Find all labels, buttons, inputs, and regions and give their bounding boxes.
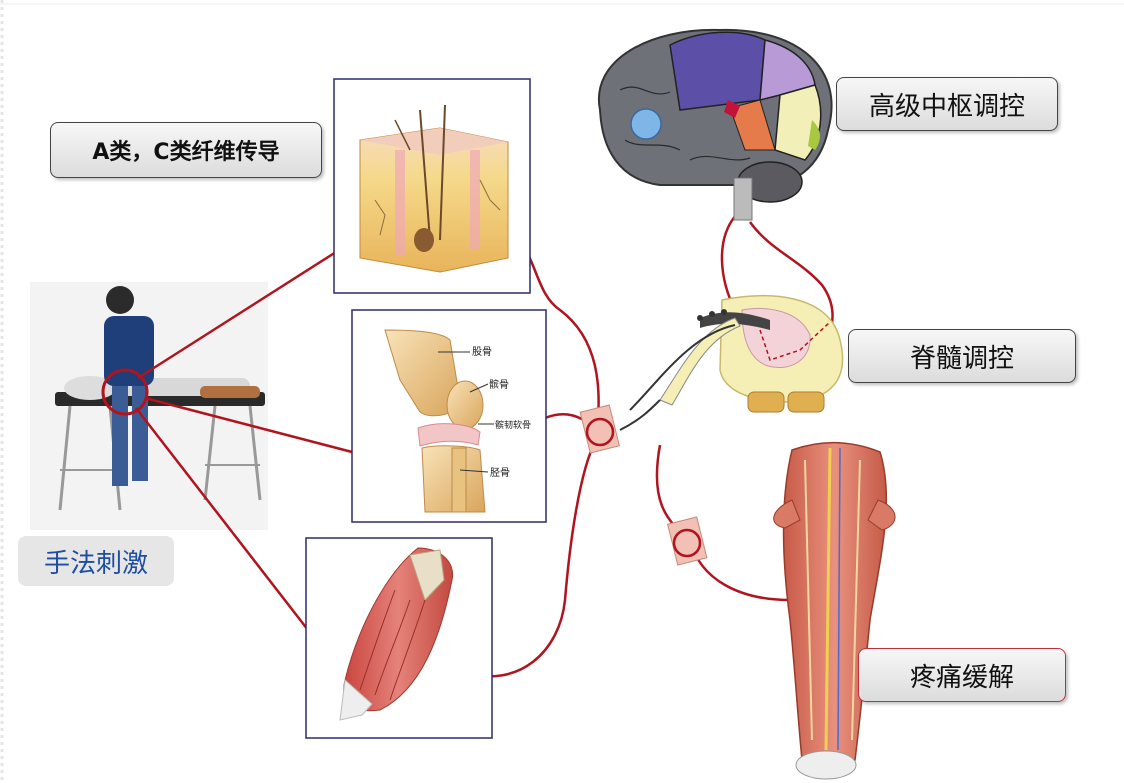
- spinal-control-label: 脊髓调控: [848, 329, 1076, 383]
- brain-illustration: [599, 30, 832, 220]
- spinal-cord-illustration: [620, 296, 843, 430]
- muscle-illustration: [306, 538, 492, 738]
- knee-label-patella: 髌骨: [489, 378, 509, 391]
- fiber-conduction-label: A类，C类纤维传导: [50, 122, 322, 178]
- higher-center-label: 高级中枢调控: [836, 77, 1058, 131]
- receptor-patch-upper: [580, 405, 619, 453]
- knee-label-tibia: 胫骨: [490, 467, 510, 479]
- line-brain-to-spine-left: [722, 215, 736, 310]
- leg-anatomy-illustration: [774, 443, 895, 779]
- knee-label-cartilage: 髌韧软骨: [495, 419, 531, 431]
- manual-stimulation-label: 手法刺激: [18, 536, 174, 586]
- knee-label-femur: 股骨: [472, 346, 492, 358]
- knee-joint-illustration: [352, 310, 546, 522]
- pain-relief-label: 疼痛缓解: [858, 648, 1066, 702]
- skin-illustration: [334, 79, 530, 293]
- receptor-patch-lower: [668, 517, 707, 565]
